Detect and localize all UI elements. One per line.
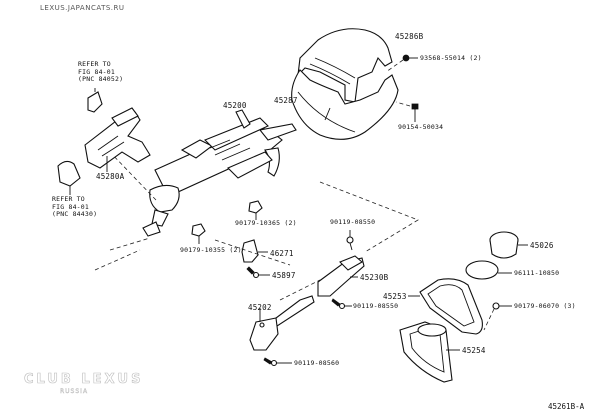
label-45253[interactable]: 45253 <box>383 292 407 301</box>
part-45026-drawing[interactable] <box>489 231 528 259</box>
label-90119-08550-top[interactable]: 90119-08550 <box>330 218 376 226</box>
label-45254[interactable]: 45254 <box>462 346 486 355</box>
refer-bottom-line2: FIG 84-01 <box>52 202 90 211</box>
part-90119-08560-drawing[interactable] <box>263 357 292 367</box>
watermark-club: CLUB LEXUS <box>24 372 144 388</box>
watermark-source: LEXUS.JAPANCATS.RU <box>40 4 125 12</box>
part-90179-10365-drawing[interactable] <box>248 200 263 220</box>
label-45897[interactable]: 45897 <box>272 271 296 280</box>
label-45286B[interactable]: 45286B <box>395 32 424 41</box>
refer-bottom-line3: (PNC 84430) <box>52 210 98 218</box>
label-93568-55014[interactable]: 93568-55014 (2) <box>420 54 482 62</box>
part-45287-drawing[interactable] <box>291 69 399 140</box>
label-90119-08560[interactable]: 90119-08560 <box>294 359 340 367</box>
refer-callout-bottom[interactable]: REFER TO FIG 84-01 (PNC 84430) <box>52 195 98 219</box>
label-90179-06070[interactable]: 90179-06070 (3) <box>514 302 576 310</box>
part-90119-08550-top-drawing[interactable] <box>346 230 354 251</box>
part-switch-ref-bottom-drawing[interactable] <box>57 160 81 195</box>
label-90119-08550-bottom[interactable]: 90119-08550 <box>353 302 399 310</box>
label-46271[interactable]: 46271 <box>270 249 294 258</box>
refer-top-line1: REFER TO <box>78 60 111 68</box>
part-switch-ref-top-drawing[interactable] <box>87 88 103 113</box>
part-45202-drawing[interactable] <box>249 295 315 351</box>
part-45253-drawing[interactable] <box>408 278 483 335</box>
label-45202[interactable]: 45202 <box>248 303 272 312</box>
part-45200-drawing[interactable] <box>107 109 297 237</box>
part-90119-08550-bottom-drawing[interactable] <box>331 298 352 310</box>
column-leader-frame <box>94 237 291 271</box>
lower-leader-frame <box>279 181 419 301</box>
part-45286B-drawing[interactable] <box>297 28 393 103</box>
label-96111-10850[interactable]: 96111-10850 <box>514 269 560 277</box>
label-90154-50034[interactable]: 90154-50034 <box>398 123 444 131</box>
part-45230B-drawing[interactable] <box>317 255 365 297</box>
part-46271-drawing[interactable] <box>241 239 268 263</box>
part-90179-10355-drawing[interactable] <box>191 223 206 244</box>
label-90179-10355[interactable]: 90179-10355 (2) <box>180 246 242 254</box>
part-90179-06070-drawing[interactable] <box>483 302 512 331</box>
refer-top-line2: FIG 84-01 <box>78 67 116 76</box>
label-45230B[interactable]: 45230B <box>360 273 389 282</box>
figure-code: 45261B-A <box>548 402 585 411</box>
label-90179-10365[interactable]: 90179-10365 (2) <box>235 219 297 227</box>
part-90154-drawing[interactable] <box>395 101 419 122</box>
refer-callout-top[interactable]: REFER TO FIG 84-01 (PNC 84052) <box>78 60 124 84</box>
refer-top-line3: (PNC 84052) <box>78 75 124 83</box>
watermark-russia: RUSSIA <box>60 388 89 395</box>
part-93568-drawing[interactable] <box>385 54 418 73</box>
part-45254-drawing[interactable] <box>399 321 460 383</box>
part-96111-drawing[interactable] <box>465 260 512 280</box>
label-45287[interactable]: 45287 <box>274 96 298 105</box>
label-45200[interactable]: 45200 <box>223 101 247 110</box>
refer-bottom-line1: REFER TO <box>52 195 85 203</box>
label-45026[interactable]: 45026 <box>530 241 554 250</box>
part-45897-drawing[interactable] <box>246 266 270 279</box>
label-45280A[interactable]: 45280A <box>96 172 125 181</box>
part-45280A-drawing[interactable] <box>84 107 151 172</box>
